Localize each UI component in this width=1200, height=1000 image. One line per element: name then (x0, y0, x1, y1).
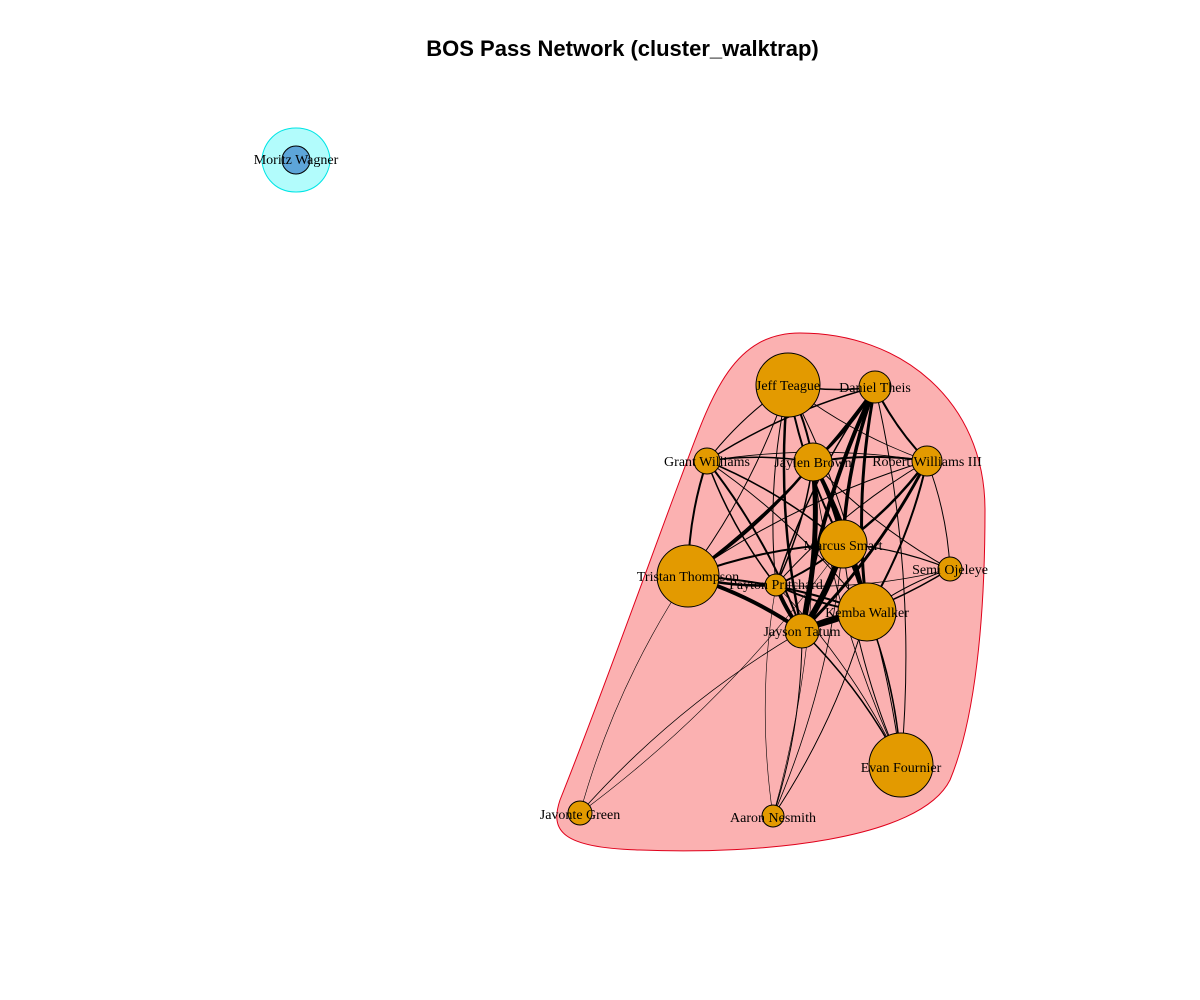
edge-tatum-nesmith (772, 630, 803, 817)
node-label-pritchard: Payton Pritchard (729, 578, 823, 593)
edge-theis-tristan (687, 386, 876, 577)
node-green (567, 800, 593, 826)
node-label-grant: Grant Williams (664, 455, 750, 470)
node-moritz (281, 145, 311, 175)
edge-tatum-grant (706, 460, 803, 632)
node-label-rwill: Robert Williams III (872, 455, 982, 470)
node-grant (693, 447, 721, 475)
node-brown (793, 442, 833, 482)
edge-tatum-green (579, 630, 803, 814)
node-label-nesmith: Aaron Nesmith (730, 811, 816, 826)
node-label-smart: Marcus Smart (804, 539, 883, 554)
edge-rwill-pritchard (775, 460, 928, 586)
node-ojeleye (937, 556, 963, 582)
node-tatum (784, 613, 820, 649)
node-fournier (868, 732, 934, 798)
node-kemba (837, 582, 897, 642)
edge-green-tristan (579, 575, 689, 814)
edge-theis-fournier (874, 386, 907, 766)
node-label-fournier: Evan Fournier (861, 761, 942, 776)
node-teague (755, 352, 821, 418)
node-label-tristan: Tristan Thompson (637, 570, 739, 585)
node-nesmith (761, 804, 785, 828)
node-pritchard (764, 573, 788, 597)
node-label-brown: Jaylen Brown (774, 456, 851, 471)
edge-green-smart (579, 543, 844, 814)
node-label-green: Javonte Green (540, 808, 620, 823)
node-label-moritz: Moritz Wagner (254, 153, 339, 168)
node-rwill (911, 445, 943, 477)
node-theis (858, 370, 892, 404)
edge-smart-nesmith (772, 543, 844, 817)
nodes-layer (281, 145, 963, 828)
edge-theis-pritchard (775, 386, 876, 586)
edge-grant-pritchard (706, 460, 777, 586)
node-tristan (656, 544, 720, 608)
edge-brown-ojeleye (812, 461, 951, 570)
node-label-theis: Daniel Theis (839, 381, 911, 396)
edge-tristan-rwill (687, 460, 928, 577)
node-label-kemba: Kemba Walker (825, 606, 909, 621)
node-label-ojeleye: Semi Ojeleye (912, 563, 988, 578)
node-label-teague: Jeff Teague (756, 379, 820, 394)
edge-nesmith-pritchard (764, 584, 777, 817)
edge-tatum-rwill (800, 460, 929, 633)
node-smart (818, 519, 868, 569)
chart-title: BOS Pass Network (cluster_walktrap) (426, 36, 819, 61)
node-label-tatum: Jayson Tatum (764, 625, 841, 640)
